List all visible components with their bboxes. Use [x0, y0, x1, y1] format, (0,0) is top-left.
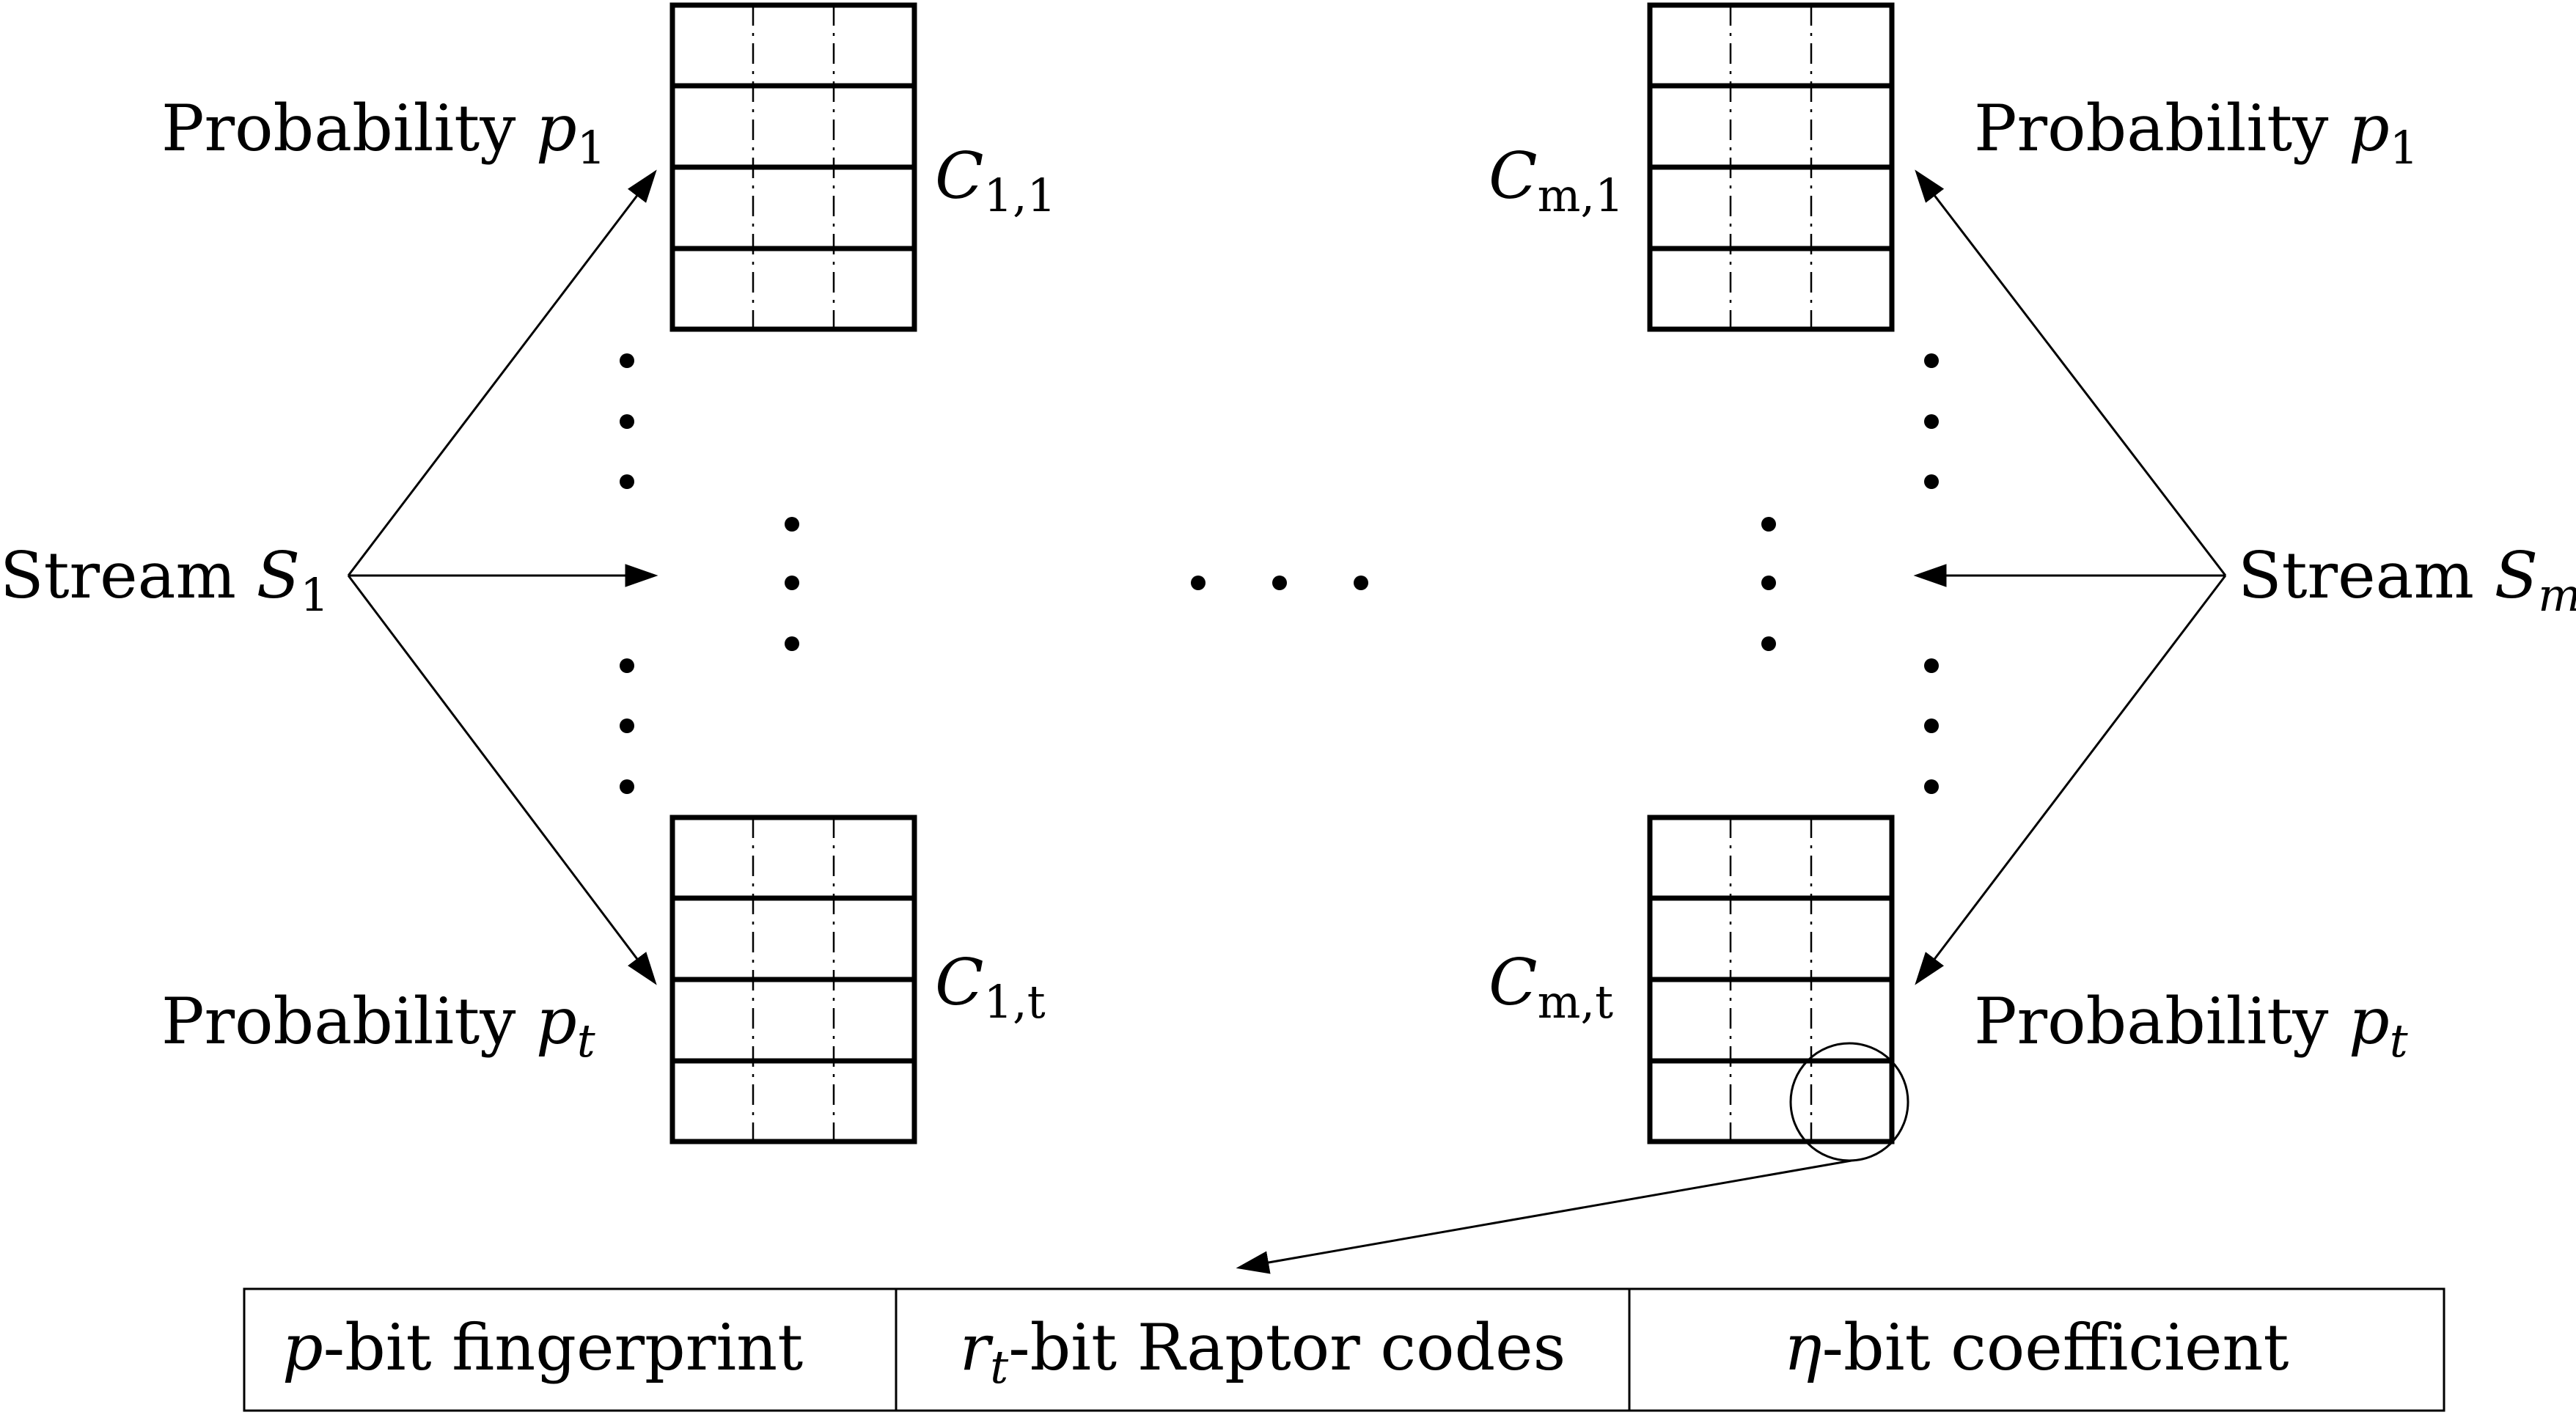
table-c-1-1-label: C1,1: [935, 139, 1056, 222]
table-c-1-t-label: C1,t: [935, 945, 1046, 1029]
table-c-1-t: [669, 815, 917, 1144]
vertical-dots-right-center: [1761, 517, 1776, 651]
table-c-m-1-label: Cm,1: [1489, 139, 1624, 222]
table-c-m-1: [1647, 2, 1895, 332]
stream-1-label: Stream S1: [0, 538, 329, 622]
vertical-dots-left-center: [785, 517, 799, 651]
zoom-arrow: [1236, 1159, 1852, 1274]
vertical-dots-left: [620, 353, 634, 794]
arrows-stream-m: [1913, 169, 2227, 985]
stream-m-label: Stream Sm: [2238, 538, 2576, 622]
vertical-dots-right: [1924, 353, 1939, 794]
raptor-codes-field: rt-bit Raptor codes: [960, 1310, 1566, 1394]
left-prob-bottom-label: Probability pt: [161, 984, 595, 1067]
entry-format-box: [243, 1287, 2445, 1412]
left-prob-top-label: Probability p1: [161, 91, 606, 174]
horizontal-dots-center: [1191, 576, 1368, 590]
table-c-m-t: [1647, 815, 1895, 1144]
right-prob-bottom-label: Probability pt: [1974, 984, 2408, 1067]
arrows-stream-1: [347, 169, 658, 985]
fingerprint-field: p-bit fingerprint: [282, 1310, 803, 1385]
table-c-m-t-label: Cm,t: [1489, 945, 1613, 1029]
table-c-1-1: [669, 2, 917, 332]
coefficient-field: η-bit coefficient: [1784, 1310, 2289, 1385]
right-prob-top-label: Probability p1: [1974, 91, 2418, 174]
